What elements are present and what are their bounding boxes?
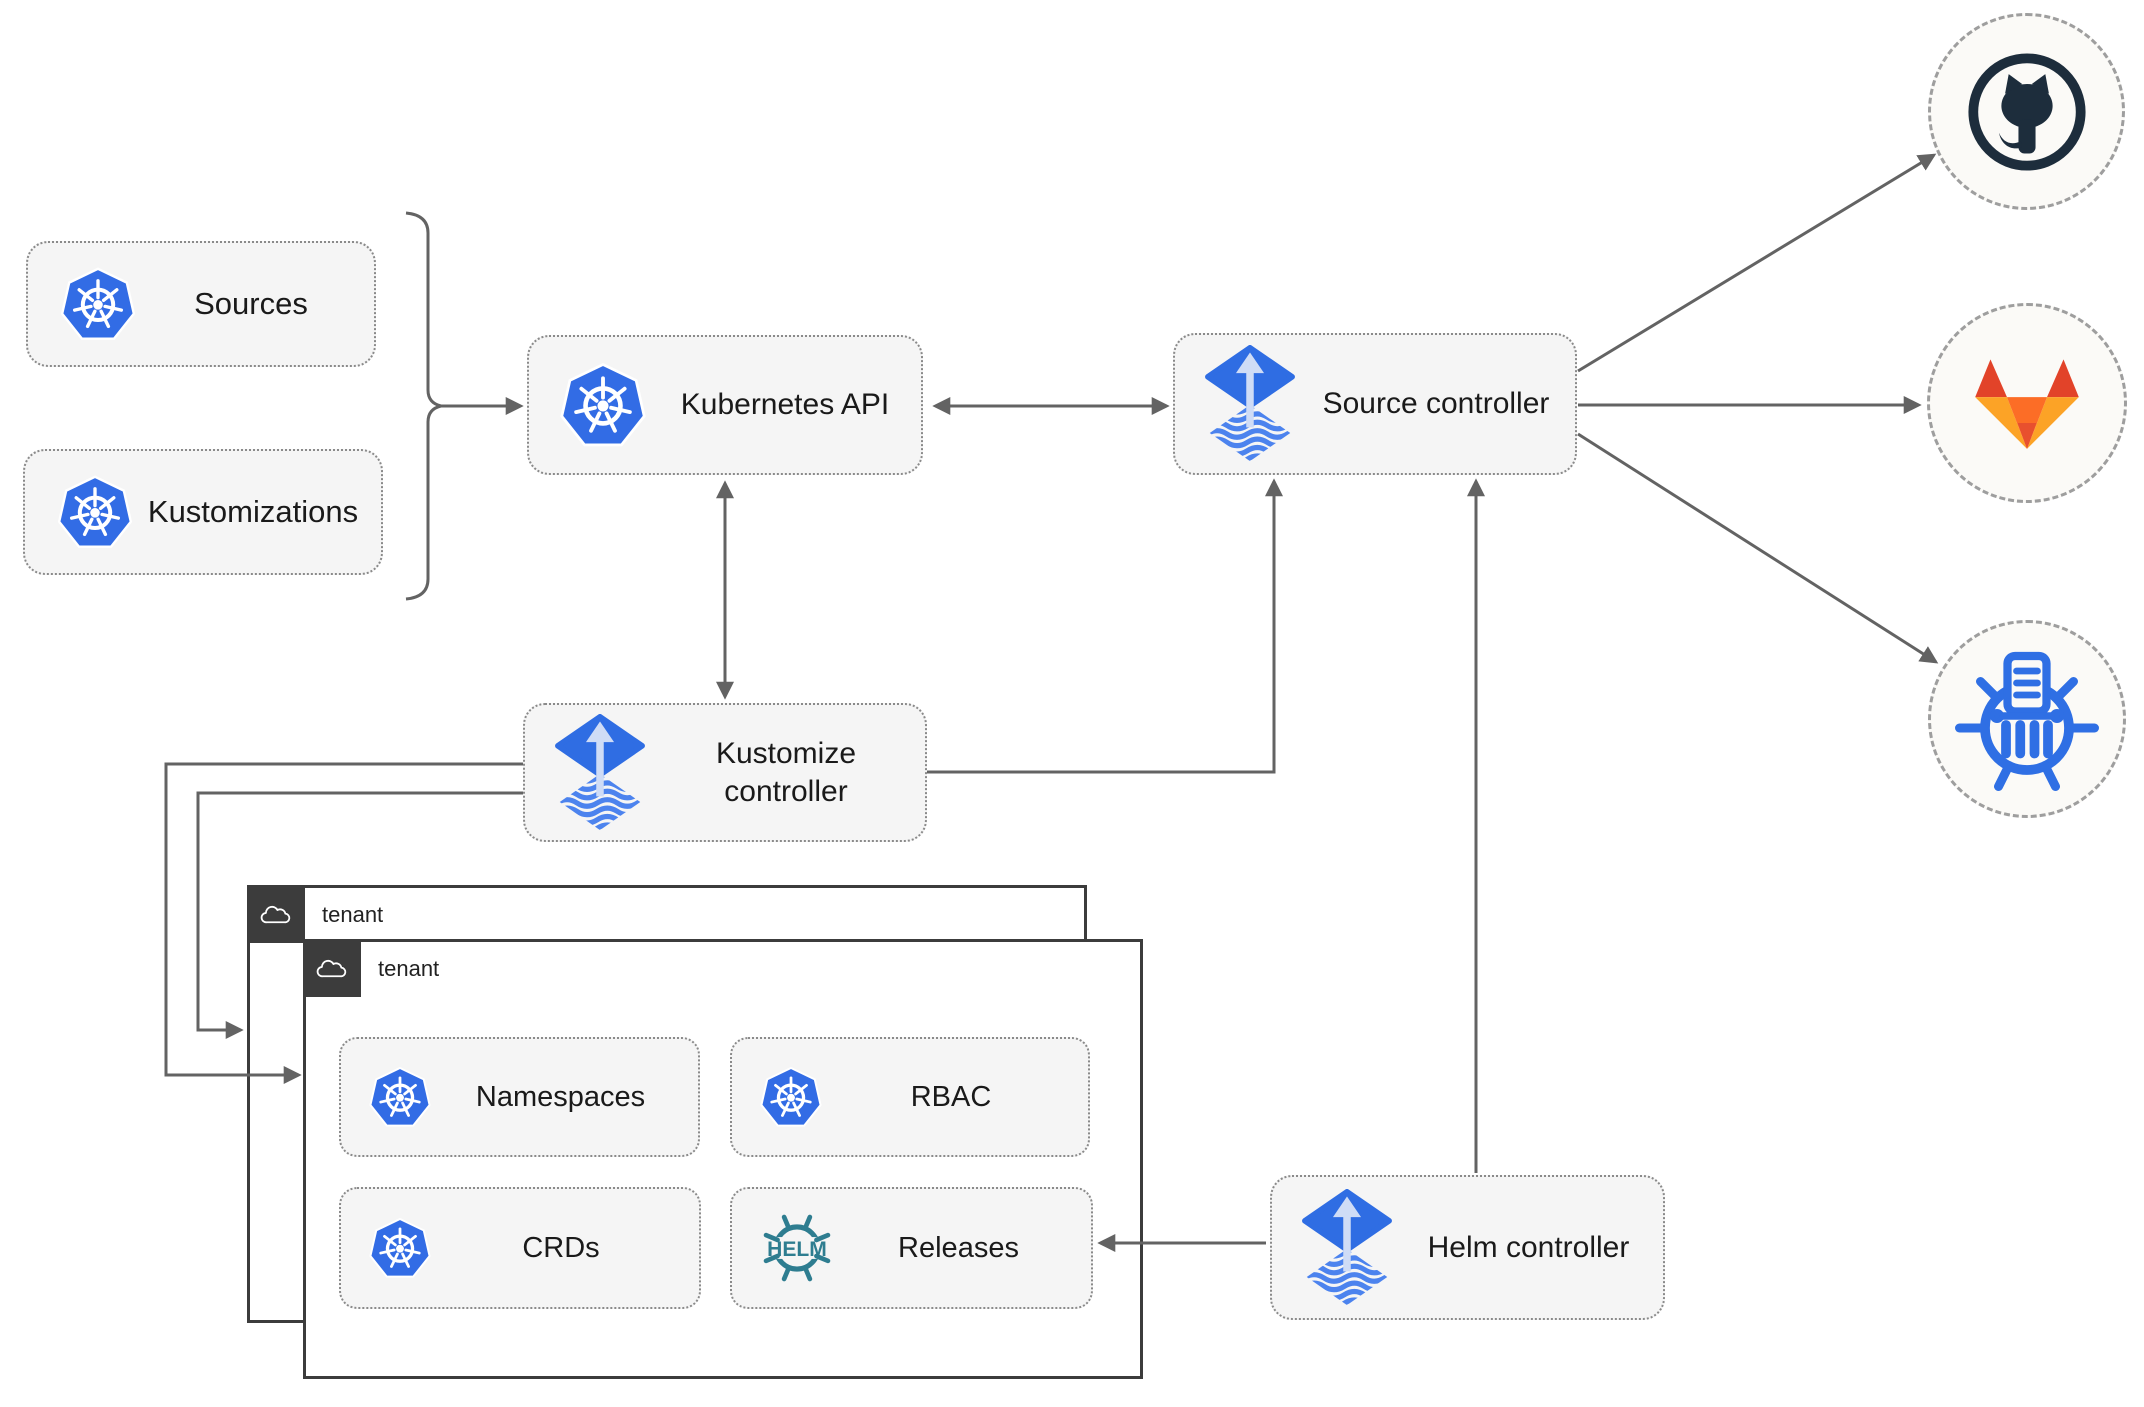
tenant-group-inner: tenant	[303, 939, 1143, 1379]
bracket-sources-group	[405, 211, 442, 601]
node-releases-label: Releases	[898, 1231, 1019, 1264]
kubernetes-icon	[557, 359, 649, 451]
edge-sourcectrl-github	[1577, 153, 1937, 373]
flux-icon	[553, 714, 647, 832]
kubernetes-icon	[58, 264, 138, 344]
kubernetes-icon	[758, 1064, 824, 1130]
endpoint-github	[1928, 13, 2125, 210]
node-releases: HELM Releases	[730, 1187, 1093, 1309]
node-sources: Sources	[26, 241, 376, 367]
node-rbac: RBAC	[730, 1037, 1090, 1157]
node-rbac-label: RBAC	[910, 1080, 992, 1113]
kubernetes-icon	[367, 1215, 433, 1281]
node-kustomizations: Kustomizations	[23, 449, 383, 575]
cloud-icon	[258, 901, 294, 927]
node-kustomizations-label: Kustomizations	[147, 493, 359, 529]
chartmuseum-icon	[1952, 644, 2102, 794]
node-source-controller-label: Source controller	[1322, 387, 1550, 421]
cloud-icon	[314, 955, 350, 981]
node-kustomize-controller-label: Kustomize controller	[715, 737, 857, 808]
node-namespaces: Namespaces	[339, 1037, 700, 1157]
node-kubernetes-api-label: Kubernetes API	[680, 388, 890, 422]
node-source-controller: Source controller	[1173, 333, 1577, 475]
node-helm-controller: Helm controller	[1270, 1175, 1665, 1320]
node-sources-label: Sources	[194, 285, 308, 321]
tenant-inner-header	[303, 939, 361, 997]
helm-wordmark: HELM	[767, 1238, 827, 1261]
endpoint-chartmuseum	[1928, 620, 2126, 818]
node-crds-label: CRDs	[522, 1231, 600, 1264]
edge-kustomizectrl-sourcectrl	[927, 478, 1283, 774]
gitlab-icon	[1968, 350, 2086, 456]
tenant-inner-label: tenant	[378, 956, 440, 981]
kubernetes-icon	[55, 472, 135, 552]
tenant-outer-label: tenant	[322, 902, 384, 927]
node-crds: CRDs	[339, 1187, 701, 1309]
node-helm-controller-label: Helm controller	[1427, 1230, 1630, 1264]
flux-icon	[1203, 345, 1297, 463]
node-kustomize-controller: Kustomize controller	[523, 703, 927, 842]
kubernetes-icon	[367, 1064, 433, 1130]
tenant-outer-header	[247, 885, 305, 943]
edge-sourcectrl-chartmuseum	[1577, 432, 1939, 664]
flux-icon	[1300, 1189, 1394, 1307]
endpoint-gitlab	[1927, 303, 2127, 503]
helm-icon: HELM	[761, 1214, 833, 1282]
github-icon	[1966, 51, 2088, 173]
node-namespaces-label: Namespaces	[475, 1080, 646, 1113]
node-kubernetes-api: Kubernetes API	[527, 335, 923, 475]
